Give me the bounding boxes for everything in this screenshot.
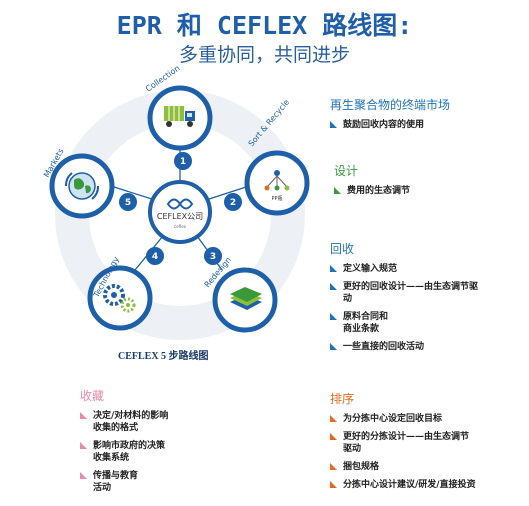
list-item: 分拣中心设计建议/研发/直接投资 <box>330 479 525 491</box>
list-item: 更好的回收设计——由生态调节驱动 <box>330 281 520 305</box>
step-number-4: 4 <box>152 252 158 262</box>
node-sub-sort: PP瓶 <box>271 195 282 202</box>
list-item: 决定/对材料的影响收集的格式 <box>80 410 280 434</box>
bullet-icon <box>80 442 87 449</box>
bullet-icon <box>330 313 337 320</box>
section-title-design: 设计 <box>334 164 359 178</box>
bullet-icon <box>330 265 337 272</box>
truck-icon <box>164 106 195 127</box>
step-badge-5 <box>119 193 137 211</box>
diagram-caption: CEFLEX 5 步路线图 <box>118 351 209 362</box>
center-sublabel: ceflex <box>174 224 187 229</box>
gears-icon <box>103 284 136 313</box>
page-title: EPR 和 CEFLEX 路线图: <box>116 11 413 40</box>
infinity-icon <box>166 198 194 210</box>
step-badge-3 <box>204 247 222 265</box>
section-recycling: 回收 定义输入规范 更好的回收设计——由生态调节驱动 原料合同和商业条款 一些直… <box>330 240 520 359</box>
bullet-icon <box>334 187 341 194</box>
list-item: 捆包规格 <box>330 461 525 473</box>
step-number-3: 3 <box>210 252 216 262</box>
section-title-collection: 收藏 <box>80 389 105 403</box>
ceflex-center: CEFLEX公司 ceflex <box>148 180 212 244</box>
step-badge-1 <box>174 152 192 170</box>
step-badge-4 <box>146 247 164 265</box>
step-number-5: 5 <box>125 198 131 208</box>
node-technology: Technology <box>87 255 153 331</box>
step-badge-2 <box>224 193 242 211</box>
page-subtitle: 多重协同，共同进步 <box>178 44 350 66</box>
list-item: 费用的生态调节 <box>334 185 520 197</box>
section-collection: 收藏 决定/对材料的影响收集的格式 影响市政府的决策收集系统 传播与教育活动 <box>80 387 280 500</box>
list-item: 为分拣中心设定回收目标 <box>330 413 525 425</box>
bullet-icon <box>330 283 337 290</box>
globe-recycle-icon <box>65 172 99 200</box>
node-collection: Collection <box>144 64 213 151</box>
list-item: 定义输入规范 <box>330 263 520 275</box>
list-item: 鼓励回收内容的使用 <box>330 119 520 131</box>
section-design: 设计 费用的生态调节 <box>334 162 520 203</box>
step-number-2: 2 <box>230 198 236 208</box>
bullet-icon <box>330 343 337 350</box>
sorting-pp-icon <box>264 170 290 191</box>
list-item: 影响市政府的决策收集系统 <box>80 440 280 464</box>
section-markets: 再生聚合物的终端市场 鼓励回收内容的使用 <box>330 96 520 137</box>
bullet-icon <box>330 481 337 488</box>
bullet-icon <box>80 472 87 479</box>
layers-icon <box>230 287 262 310</box>
section-title-recycling: 回收 <box>330 242 355 256</box>
section-sorting: 排序 为分拣中心设定回收目标 更好的分拣设计——由生态调节驱动 捆包规格 分拣中… <box>330 390 525 497</box>
section-title-markets: 再生聚合物的终端市场 <box>330 98 451 112</box>
list-item: 更好的分拣设计——由生态调节驱动 <box>330 431 525 455</box>
bullet-icon <box>80 412 87 419</box>
node-redesign: Redesign <box>203 255 278 333</box>
bullet-icon <box>330 433 337 440</box>
list-item: 一些直接的回收活动 <box>330 341 520 353</box>
list-item: 传播与教育活动 <box>80 470 280 494</box>
center-label: CEFLEX公司 <box>157 212 203 221</box>
bullet-icon <box>330 121 337 128</box>
bullet-icon <box>330 415 337 422</box>
section-title-sorting: 排序 <box>330 392 355 406</box>
bullet-icon <box>330 463 337 470</box>
list-item: 原料合同和商业条款 <box>330 311 520 335</box>
step-number-1: 1 <box>180 157 186 167</box>
